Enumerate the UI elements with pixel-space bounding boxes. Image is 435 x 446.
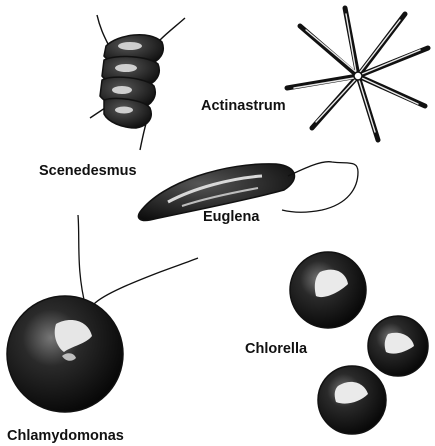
label-chlorella: Chlorella <box>245 341 308 357</box>
chlorella-organism <box>290 252 428 434</box>
label-actinastrum: Actinastrum <box>201 98 286 114</box>
label-scenedesmus: Scenedesmus <box>39 163 137 179</box>
label-chlamydomonas: Chlamydomonas <box>7 428 124 444</box>
label-euglena: Euglena <box>203 209 260 225</box>
scenedesmus-organism <box>90 15 185 150</box>
chlamydomonas-organism <box>7 215 198 412</box>
actinastrum-organism <box>287 8 428 140</box>
